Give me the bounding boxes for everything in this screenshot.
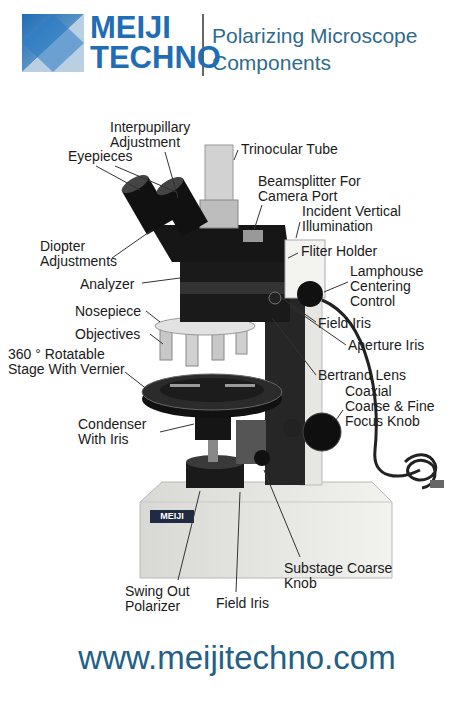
analyzer-body <box>180 262 290 322</box>
part-label: Eyepieces <box>68 149 133 164</box>
part-label: Substage Coarse Knob <box>284 561 406 591</box>
focus-knob <box>303 413 341 451</box>
part-label: Field Iris <box>216 596 269 611</box>
centering-knob <box>297 281 323 307</box>
part-label: Fliter Holder <box>301 244 377 259</box>
objective <box>212 332 224 360</box>
iris-knob <box>269 292 281 304</box>
stage-top <box>160 378 264 402</box>
page-title: Polarizing Microscope Components <box>212 22 467 76</box>
part-label: Bertrand Lens <box>318 368 406 383</box>
stage-clip <box>170 384 200 387</box>
part-label: Analyzer <box>80 277 134 292</box>
website-url: www.meijitechno.com <box>0 638 474 678</box>
substage-knob <box>254 450 270 466</box>
head <box>150 225 290 262</box>
part-label: Field Iris <box>318 316 371 331</box>
stage <box>142 374 282 410</box>
part-label: Objectives <box>75 327 140 342</box>
part-label: Swing Out Polarizer <box>125 584 201 614</box>
base-badge-text: MEIJI <box>150 511 194 522</box>
base-badge <box>150 510 194 523</box>
part-label: Lamphouse Centering Control <box>350 264 434 309</box>
part-label: Coaxial Coarse & Fine Focus Knob <box>345 384 437 429</box>
objective <box>186 332 198 366</box>
cable-plug <box>430 480 444 488</box>
fine-knob <box>283 419 301 437</box>
logo-text: TECHNO <box>90 42 221 74</box>
base-edge <box>140 502 392 503</box>
part-label: Aperture Iris <box>348 338 424 353</box>
part-label: Trinocular Tube <box>241 142 338 157</box>
beamsplitter-lever <box>243 230 263 242</box>
condenser-post <box>208 440 218 462</box>
objective <box>236 330 247 354</box>
tube-collar <box>200 200 238 228</box>
stage-clip <box>225 384 255 387</box>
part-label: Condenser With Iris <box>78 417 160 447</box>
part-label: Diopter Adjustments <box>40 239 132 269</box>
part-label: Interpupillary Adjustment <box>110 120 210 150</box>
eyepiece <box>154 173 208 236</box>
part-label: 360 ° Rotatable Stage With Vernier <box>8 347 138 377</box>
logo-text: MEIJI <box>90 12 171 44</box>
part-label: Incident Vertical Illumination <box>302 204 422 234</box>
objective <box>160 330 172 360</box>
logo-mark <box>22 14 84 72</box>
part-label: Beamsplitter For Camera Port <box>258 174 383 204</box>
part-label: Nosepiece <box>75 304 141 319</box>
